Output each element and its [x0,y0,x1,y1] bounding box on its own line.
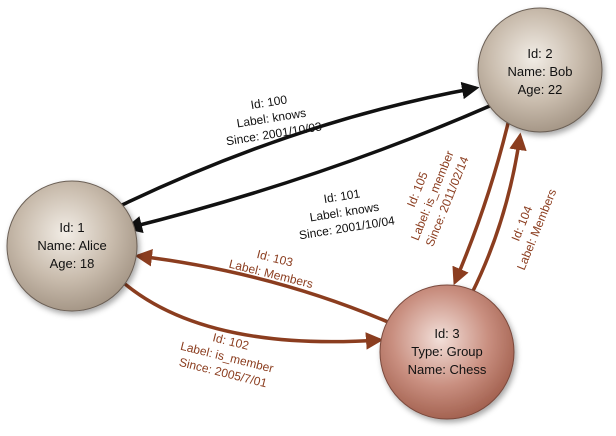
edge-101-label: Id: 101 Label: knows Since: 2001/10/04 [298,186,396,242]
node-bob-name: Name: Bob [507,64,572,79]
svg-text:Name: Chess: Name: Chess [408,362,487,377]
edge-102-line [116,276,384,350]
edge-103-label: Id: 103 Label: Members [228,247,315,291]
edge-102-label: Id: 102 Label: is_member Since: 2005/7/0… [178,330,275,390]
edge-100-line [121,81,480,207]
node-chess-name: Name: Chess [408,362,487,377]
svg-text:Name: Bob: Name: Bob [507,64,572,79]
node-bob-circle [477,7,603,133]
node-chess-circle [379,284,515,420]
edge-104-label: Id: 104 Label: Members [509,187,560,272]
svg-text:Name: Alice: Name: Alice [37,238,106,253]
svg-text:Id: 3: Id: 3 [434,326,459,341]
edge-103-line [134,249,389,324]
svg-text:Age: 22: Age: 22 [518,82,563,97]
node-chess: Id: 3 Type: Group Name: Chess [379,284,515,420]
edge-105-label: Id: 105 Label: is_member Since: 2011/02/… [404,149,472,249]
edge-105-line [452,114,512,286]
node-bob-id: Id: 2 [527,46,552,61]
node-alice-age: Age: 18 [50,256,95,271]
edge-104-line [470,132,527,294]
edge-100-id: Id: 100 [250,92,289,112]
node-chess-type: Type: Group [411,344,483,359]
node-bob: Id: 2 Name: Bob Age: 22 [477,7,603,133]
edge-101-id: Id: 101 [323,186,362,206]
node-alice-name: Name: Alice [37,238,106,253]
svg-text:Id: 1: Id: 1 [59,220,84,235]
node-alice-id: Id: 1 [59,220,84,235]
node-alice: Id: 1 Name: Alice Age: 18 [6,180,138,312]
node-chess-id: Id: 3 [434,326,459,341]
node-bob-age: Age: 22 [518,82,563,97]
edge-101-line [124,103,493,234]
svg-text:Id: 101: Id: 101 [323,186,362,206]
svg-text:Id: 2: Id: 2 [527,46,552,61]
node-alice-circle [6,180,138,312]
svg-text:Type: Group: Type: Group [411,344,483,359]
svg-text:Id: 100: Id: 100 [250,92,289,112]
svg-text:Age: 18: Age: 18 [50,256,95,271]
edge-100-label: Id: 100 Label: knows Since: 2001/10/03 [225,92,323,148]
